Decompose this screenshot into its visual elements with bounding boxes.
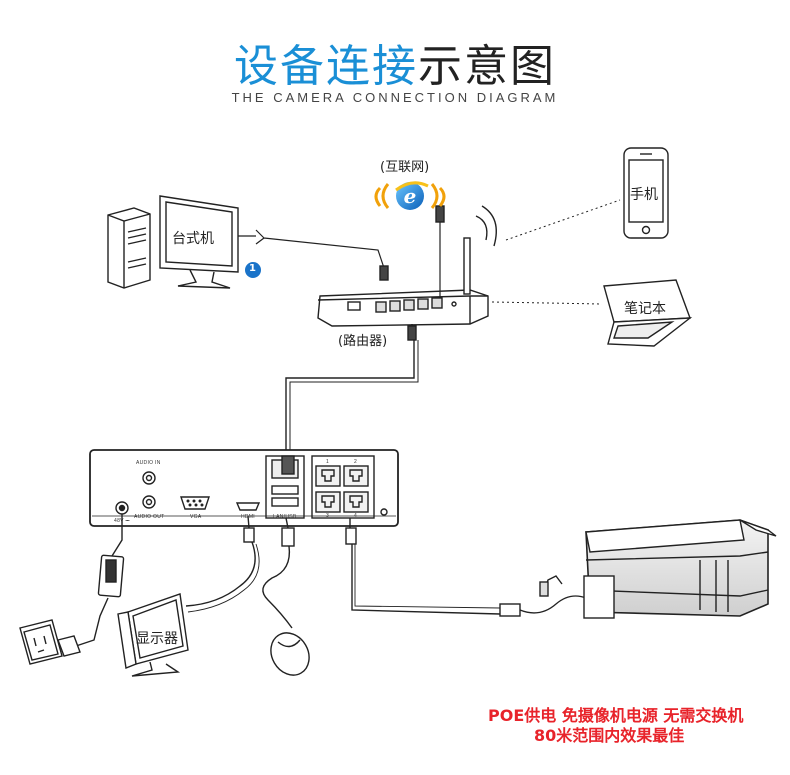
poe-port-1-label: 1 [326, 459, 330, 465]
display-monitor-icon [117, 593, 189, 677]
router-label: (路由器) [338, 334, 388, 349]
footer-line-1: POE供电 免摄像机电源 无需交换机 [488, 706, 744, 725]
laptop-label: 笔记本 [624, 301, 666, 317]
page-subtitle: THE CAMERA CONNECTION DIAGRAM [231, 90, 559, 105]
mouse-icon [270, 632, 310, 676]
page-title: 设备连接示意图 [0, 30, 790, 94]
desktop-tower-icon [107, 207, 151, 289]
wifi-wave [475, 215, 488, 241]
poe-port-3-label: 3 [326, 513, 330, 519]
step-badge-number: 1 [249, 263, 256, 274]
step-badge [245, 262, 261, 278]
internet-label: (互联网) [380, 160, 430, 175]
phone-icon [623, 147, 669, 239]
power-label: 48V ⎓ [114, 518, 130, 524]
phone-label: 手机 [630, 187, 658, 203]
svg-text:e: e [404, 184, 417, 208]
internet-explorer-icon: e [374, 181, 446, 210]
poe-port-2-label: 2 [354, 459, 358, 465]
desktop-label: 台式机 [172, 231, 214, 247]
footer-line-2: 80米范围内效果最佳 [534, 726, 685, 745]
audio-out-label: AUDIO OUT [134, 514, 165, 520]
hdmi-label: HDMI [241, 514, 255, 520]
router-icon [317, 237, 489, 327]
desktop-monitor-icon [159, 195, 239, 289]
monitor-label: 显示器 [136, 631, 178, 647]
title-blue-part: 设备连接 [234, 41, 418, 92]
title-black-part: 示意图 [418, 41, 556, 92]
audio-in-label: AUDIO IN [136, 460, 161, 466]
vga-label: VGA [190, 514, 202, 520]
wall-socket-icon [19, 619, 81, 665]
bullet-camera-icon [583, 519, 777, 619]
laptop-icon [603, 279, 693, 347]
poe-port-4-label: 4 [354, 513, 358, 519]
lan-usb-label: LAN/USB [273, 514, 297, 520]
